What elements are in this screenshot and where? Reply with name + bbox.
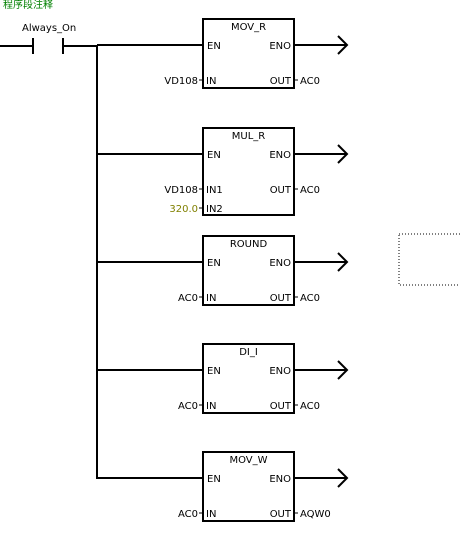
block-round[interactable]: ROUND EN ENO IN AC0 OUT AC0 xyxy=(97,235,349,306)
block-mov-w[interactable]: MOV_W EN ENO IN AC0 OUT AQW0 xyxy=(97,451,349,522)
input-pin-label: IN2 xyxy=(206,204,223,215)
en-pin-label: EN xyxy=(207,41,221,52)
block-title: MOV_R xyxy=(231,22,266,33)
arrow-right-icon xyxy=(337,360,349,380)
en-pin-label: EN xyxy=(207,150,221,161)
block-frame[interactable] xyxy=(202,18,295,89)
arrow-right-icon xyxy=(337,252,349,272)
output-operand[interactable]: AC0 xyxy=(300,401,320,412)
input-pin-label: IN xyxy=(206,509,216,520)
en-pin-label: EN xyxy=(207,258,221,269)
eno-pin-label: ENO xyxy=(269,258,291,269)
arrow-right-icon xyxy=(337,35,349,55)
input-operand[interactable]: AC0 xyxy=(178,293,198,304)
arrow-right-icon xyxy=(337,468,349,488)
output-operand[interactable]: AC0 xyxy=(300,76,320,87)
block-frame[interactable] xyxy=(202,127,295,216)
output-operand[interactable]: AQW0 xyxy=(300,509,331,520)
block-mov-r[interactable]: MOV_R EN ENO IN VD108 OUT AC0 xyxy=(97,18,349,89)
input-pin-label: IN xyxy=(206,401,216,412)
output-operand[interactable]: AC0 xyxy=(300,293,320,304)
block-title: DI_I xyxy=(239,347,258,358)
empty-cell-placeholder[interactable] xyxy=(398,233,460,286)
input-pin-label: IN xyxy=(206,293,216,304)
output-pin-label: OUT xyxy=(270,401,292,412)
en-pin-label: EN xyxy=(207,366,221,377)
input-pin-label: IN1 xyxy=(206,185,223,196)
block-frame[interactable] xyxy=(202,235,295,306)
block-title: ROUND xyxy=(230,239,268,250)
eno-pin-label: ENO xyxy=(269,150,291,161)
always-on-contact[interactable] xyxy=(32,38,64,54)
block-frame[interactable] xyxy=(202,343,295,414)
network-comment[interactable]: 程序段注释 xyxy=(3,0,53,11)
input-operand[interactable]: 320.0 xyxy=(169,204,198,215)
output-pin-label: OUT xyxy=(270,509,292,520)
block-title: MOV_W xyxy=(229,455,267,466)
output-operand[interactable]: AC0 xyxy=(300,185,320,196)
input-operand[interactable]: AC0 xyxy=(178,401,198,412)
eno-pin-label: ENO xyxy=(269,366,291,377)
en-pin-label: EN xyxy=(207,474,221,485)
contact-label[interactable]: Always_On xyxy=(22,23,76,34)
output-pin-label: OUT xyxy=(270,185,292,196)
input-operand[interactable]: VD108 xyxy=(164,185,198,196)
arrow-right-icon xyxy=(337,144,349,164)
eno-pin-label: ENO xyxy=(269,474,291,485)
input-operand[interactable]: AC0 xyxy=(178,509,198,520)
output-pin-label: OUT xyxy=(270,293,292,304)
block-title: MUL_R xyxy=(232,131,266,142)
eno-pin-label: ENO xyxy=(269,41,291,52)
block-di-i[interactable]: DI_I EN ENO IN AC0 OUT AC0 xyxy=(97,343,349,414)
block-frame[interactable] xyxy=(202,451,295,522)
output-pin-label: OUT xyxy=(270,76,292,87)
input-operand[interactable]: VD108 xyxy=(164,76,198,87)
input-pin-label: IN xyxy=(206,76,216,87)
